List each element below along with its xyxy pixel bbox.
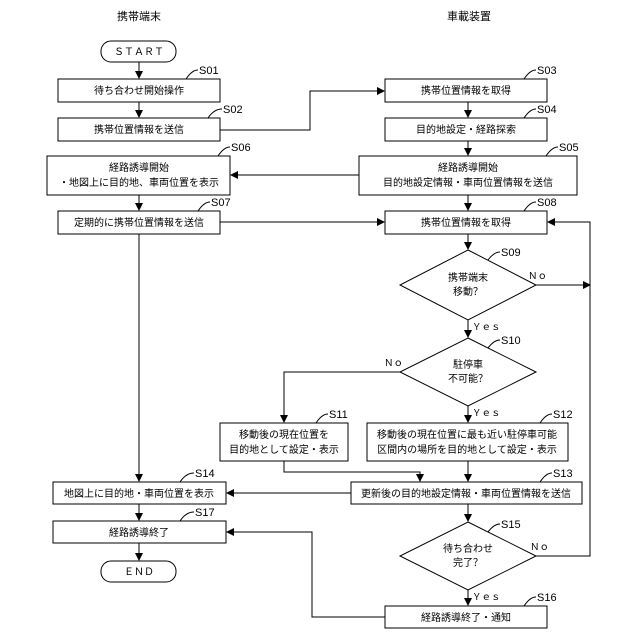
step-s07-text: 定期的に携帯位置情報を送信 (74, 216, 204, 229)
step-s02-text: 携帯位置情報を送信 (94, 123, 184, 136)
label-s04: S04 (537, 104, 557, 116)
arrow-s16-s17 (227, 532, 385, 617)
step-s06-text-2: ・地図上に目的地、車両位置を表示 (59, 176, 219, 189)
decision-s10-text-1: 駐停車 (453, 358, 483, 371)
label-s17: S17 (195, 507, 215, 519)
s10-yes-label: Ｙｅｓ (472, 408, 501, 419)
step-s04-text: 目的地設定・経路探索 (416, 123, 516, 136)
step-s16-text: 経路誘導終了・通知 (421, 611, 511, 624)
label-s02: S02 (223, 104, 243, 116)
label-s12: S12 (553, 409, 573, 421)
step-s03-text: 携帯位置情報を取得 (421, 84, 511, 97)
label-s06: S06 (231, 142, 251, 154)
decision-s10-text-2: 不可能？ (448, 372, 488, 385)
step-s12-text-1: 移動後の現在位置に最も近い駐停車可能 (377, 428, 557, 441)
label-s11: S11 (329, 409, 348, 421)
label-s14: S14 (195, 468, 215, 480)
step-s06-box (47, 156, 230, 195)
step-s12-text-2: 区間内の場所を目的地として設定・表示 (377, 443, 557, 456)
step-s11-text-2: 目的地として設定・表示 (229, 443, 339, 456)
s09-no-label: Ｎｏ (528, 271, 547, 282)
decision-s09 (400, 250, 536, 320)
label-s08: S08 (537, 197, 557, 209)
header-vehicle: 車載装置 (447, 9, 491, 23)
decision-s09-text-1: 携帯端末 (448, 271, 488, 284)
step-s06-text-1: 経路誘導開始 (109, 161, 169, 174)
label-s05: S05 (559, 142, 579, 154)
decision-s10 (400, 338, 536, 406)
step-s05-box (359, 156, 577, 195)
label-s10: S10 (501, 335, 521, 347)
start-label: ＳＴＡＲＴ (114, 47, 164, 58)
label-s03: S03 (537, 65, 557, 77)
step-s11-text-1: 移動後の現在位置を (239, 428, 329, 441)
arrow-s02-s03 (220, 91, 384, 130)
label-s15: S15 (501, 519, 521, 531)
decision-s09-text-2: 移動？ (453, 285, 483, 298)
label-s09: S09 (501, 247, 521, 259)
step-s13-text: 更新後の目的地設定情報・車両位置情報を送信 (361, 487, 571, 500)
label-s16: S16 (537, 592, 557, 604)
label-s01: S01 (199, 65, 219, 77)
s09-yes-label: Ｙｅｓ (472, 322, 501, 333)
label-s13: S13 (553, 468, 573, 480)
step-s05-text-1: 経路誘導開始 (438, 161, 498, 174)
header-mobile: 携帯端末 (117, 9, 161, 23)
decision-s15-text-1: 待ち合わせ (443, 542, 493, 555)
step-s01-text: 待ち合わせ開始操作 (94, 84, 184, 97)
s15-yes-label: Ｙｅｓ (472, 592, 501, 603)
end-label: ＥＮＤ (124, 567, 154, 578)
step-s08-text: 携帯位置情報を取得 (421, 216, 511, 229)
decision-s15 (400, 522, 536, 590)
decision-s15-text-2: 完了？ (453, 556, 483, 569)
label-s07: S07 (211, 197, 231, 209)
s10-no-label: Ｎｏ (384, 358, 403, 369)
s15-no-label: Ｎｏ (530, 542, 549, 553)
step-s14-text: 地図上に目的地・車両位置を表示 (64, 487, 214, 500)
step-s17-text: 経路誘導終了 (109, 526, 169, 539)
arrow-s11-s13 (284, 461, 420, 481)
step-s05-text-2: 目的地設定情報・車両位置情報を送信 (383, 176, 553, 189)
